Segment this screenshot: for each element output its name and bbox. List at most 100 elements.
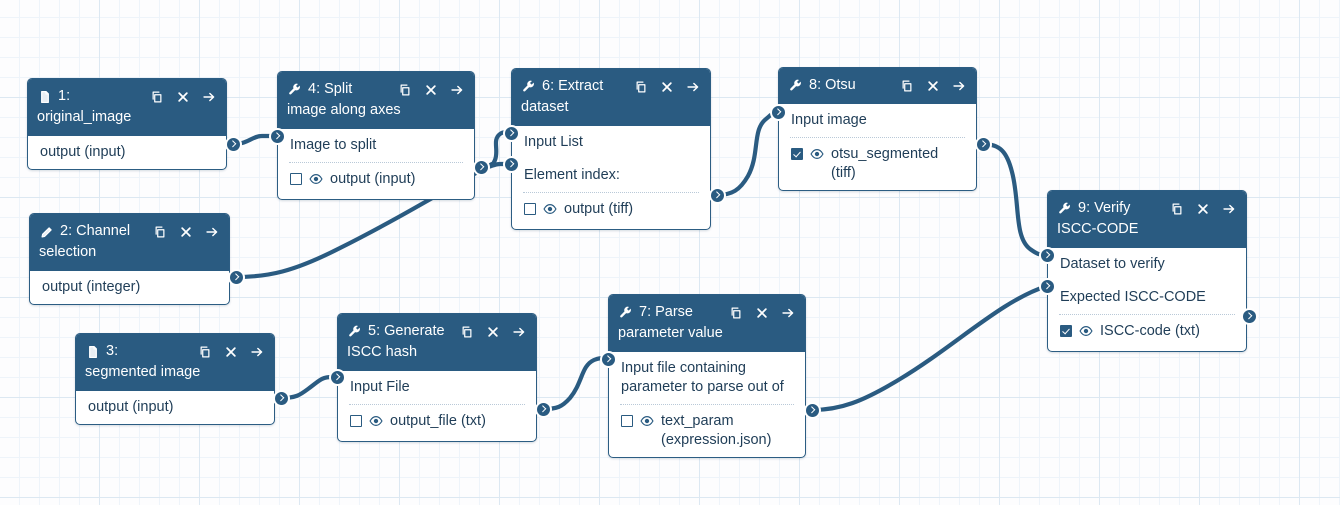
node-5-input-row[interactable]: Input File [350, 379, 410, 395]
node-7-output-checkbox[interactable] [621, 415, 633, 427]
node-2-subtitle: selection [39, 244, 97, 260]
node-9-output-row[interactable]: ISCC-code (txt) [1048, 315, 1246, 351]
eye-icon[interactable] [1079, 324, 1093, 344]
eye-icon[interactable] [640, 414, 654, 434]
node-8-input-image[interactable] [769, 103, 787, 121]
node-8-remove-button[interactable] [925, 78, 940, 93]
node-1-remove-button[interactable] [175, 89, 190, 104]
node-3-duplicate-button[interactable] [197, 344, 212, 359]
node-4-input-image-to-split[interactable] [268, 127, 286, 145]
node-9-recommend-button[interactable] [1221, 201, 1236, 216]
node-3-header[interactable]: 3:segmented image [76, 334, 274, 391]
eye-icon[interactable] [309, 172, 323, 192]
node-3-remove-button[interactable] [223, 344, 238, 359]
node-8-output[interactable] [974, 135, 992, 153]
node-6-output-checkbox[interactable] [524, 203, 536, 215]
node-5-recommend-button[interactable] [511, 324, 526, 339]
eye-icon[interactable] [543, 202, 557, 222]
node-2-recommend-button[interactable] [204, 224, 219, 239]
node-6-duplicate-button[interactable] [633, 79, 648, 94]
node-3[interactable]: 3:segmented image output (input) [75, 333, 275, 425]
node-4-remove-button[interactable] [423, 82, 438, 97]
node-1-output-row[interactable]: output (input) [40, 144, 126, 160]
node-6-recommend-button[interactable] [685, 79, 700, 94]
node-4-input-row[interactable]: Image to split [290, 137, 377, 153]
node-7-remove-button[interactable] [754, 305, 769, 320]
copy-icon [1169, 201, 1184, 216]
node-4-output[interactable] [472, 158, 490, 176]
node-9-input-row[interactable]: Expected ISCC-CODE [1060, 289, 1206, 305]
node-2-remove-button[interactable] [178, 224, 193, 239]
node-8-output-row[interactable]: otsu_segmented (tiff) [779, 138, 976, 190]
eye-icon[interactable] [369, 414, 383, 434]
node-2-duplicate-button[interactable] [152, 224, 167, 239]
node-6-remove-button[interactable] [659, 79, 674, 94]
node-6-input-row[interactable]: Input List [524, 134, 583, 150]
node-5-output-row[interactable]: output_file (txt) [338, 405, 536, 441]
node-9-duplicate-button[interactable] [1169, 201, 1184, 216]
node-1-duplicate-button[interactable] [149, 89, 164, 104]
node-1-header[interactable]: 1:original_image [28, 79, 226, 136]
node-8-input-row[interactable]: Input image [791, 112, 867, 128]
node-7-recommend-button[interactable] [780, 305, 795, 320]
node-2-output[interactable] [227, 268, 245, 286]
node-4-duplicate-button[interactable] [397, 82, 412, 97]
node-6-output[interactable] [708, 186, 726, 204]
node-9-input-row[interactable]: Dataset to verify [1060, 256, 1165, 272]
node-3-title: 3: [106, 343, 119, 359]
node-9-output-checkbox[interactable] [1060, 325, 1072, 337]
node-7-duplicate-button[interactable] [728, 305, 743, 320]
node-6-input-row[interactable]: Element index: [524, 167, 620, 183]
node-9-expected-iscc-code[interactable] [1038, 277, 1056, 295]
node-8-output-checkbox[interactable] [791, 148, 803, 160]
close-icon [485, 324, 500, 339]
node-5-duplicate-button[interactable] [459, 324, 474, 339]
node-8-output-label: otsu_segmented (tiff) [831, 146, 939, 181]
node-5-remove-button[interactable] [485, 324, 500, 339]
node-6-output-row[interactable]: output (tiff) [512, 193, 710, 229]
node-4-output-row[interactable]: output (input) [278, 163, 474, 199]
node-3-recommend-button[interactable] [249, 344, 264, 359]
node-9-dataset-to-verify[interactable] [1038, 246, 1056, 264]
node-6-input-list[interactable] [502, 124, 520, 142]
node-7-input-row[interactable]: Input file containing parameter to parse… [621, 360, 784, 395]
node-7-output[interactable] [803, 401, 821, 419]
node-4-recommend-button[interactable] [449, 82, 464, 97]
eye-icon[interactable] [810, 147, 824, 167]
node-8-duplicate-button[interactable] [899, 78, 914, 93]
node-6-element-index[interactable] [502, 155, 520, 173]
node-5-input-file[interactable] [328, 368, 346, 386]
node-5-output-checkbox[interactable] [350, 415, 362, 427]
node-3-output-row[interactable]: output (input) [88, 399, 174, 415]
node-7-output-row[interactable]: text_param (expression.json) [609, 405, 805, 457]
node-8-header[interactable]: 8: Otsu [779, 68, 976, 104]
node-1-output[interactable] [224, 135, 242, 153]
node-3-output[interactable] [272, 389, 290, 407]
divider [349, 404, 525, 405]
node-8-recommend-button[interactable] [951, 78, 966, 93]
node-7-output-label: text_param (expression.json) [661, 413, 772, 448]
node-2-output-row[interactable]: output (integer) [42, 279, 141, 295]
edge [809, 283, 1050, 413]
node-9-output[interactable] [1240, 307, 1258, 325]
node-9-remove-button[interactable] [1195, 201, 1210, 216]
node-4-output-checkbox[interactable] [290, 173, 302, 185]
node-5-output[interactable] [534, 400, 552, 418]
node-7-input-file[interactable] [599, 350, 617, 368]
node-1-recommend-button[interactable] [201, 89, 216, 104]
